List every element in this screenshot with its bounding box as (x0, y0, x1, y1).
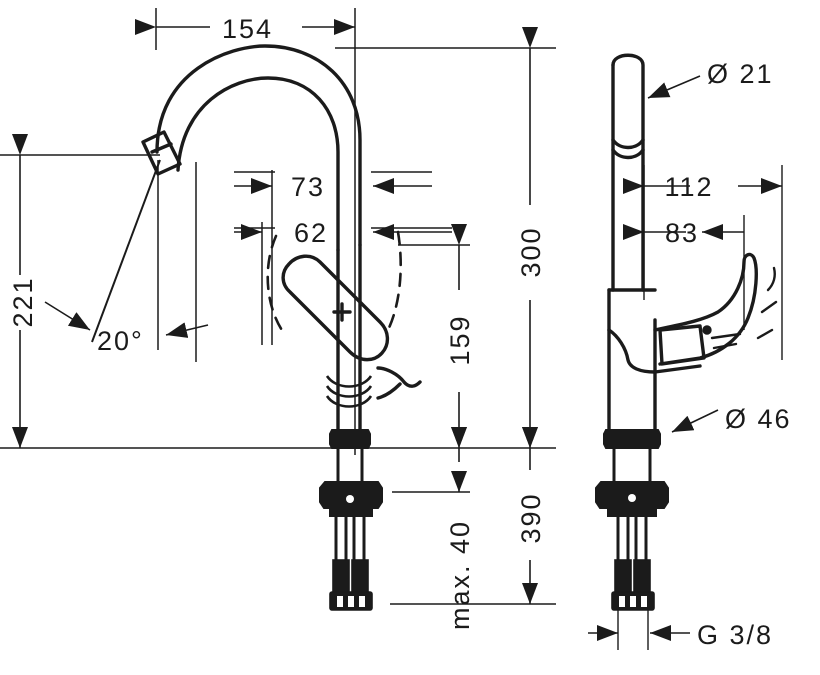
front-view-base (329, 429, 371, 449)
dim-label-62: 62 (294, 218, 328, 248)
dim-label-112: 112 (664, 172, 713, 202)
side-view-body (607, 288, 657, 442)
side-view-stem (616, 516, 648, 566)
dim-20deg (44, 159, 209, 343)
front-view-nut-hole (346, 495, 354, 503)
dim-label-max40: max. 40 (445, 520, 475, 630)
dim-label-154: 154 (222, 14, 273, 44)
dim-83 (623, 215, 745, 330)
leader-dia46 (671, 409, 719, 433)
dim-label-dia46: Ø 46 (725, 404, 792, 434)
dim-label-dia21: Ø 21 (707, 59, 774, 89)
dim-label-83: 83 (665, 218, 699, 248)
dim-label-73: 73 (291, 172, 325, 202)
side-view-lever-hatch (710, 266, 778, 350)
front-view-hose-slots (337, 596, 365, 607)
extension-lines (0, 8, 556, 605)
side-view-nut-hole (628, 494, 636, 502)
side-view-lever (607, 252, 758, 374)
front-view-lever (281, 254, 390, 362)
front-view-collar (325, 375, 373, 408)
side-view-hose-slots (619, 596, 647, 607)
side-view-lever-pin (702, 325, 712, 335)
side-view-base (603, 429, 661, 449)
front-view-shank (336, 448, 364, 482)
dim-label-159: 159 (445, 314, 475, 365)
side-view-shank (612, 448, 652, 482)
side-view-faucet (611, 53, 645, 292)
dim-label-20deg: 20° (97, 326, 144, 356)
dim-label-300: 300 (516, 226, 546, 277)
leader-dia21 (647, 75, 701, 99)
dim-label-g38: G 3/8 (697, 620, 773, 650)
front-view-diverter (376, 366, 422, 400)
dim-g38 (588, 610, 690, 650)
dim-label-221: 221 (8, 276, 38, 327)
dim-label-390: 390 (516, 492, 546, 543)
front-view-stem (334, 516, 366, 566)
